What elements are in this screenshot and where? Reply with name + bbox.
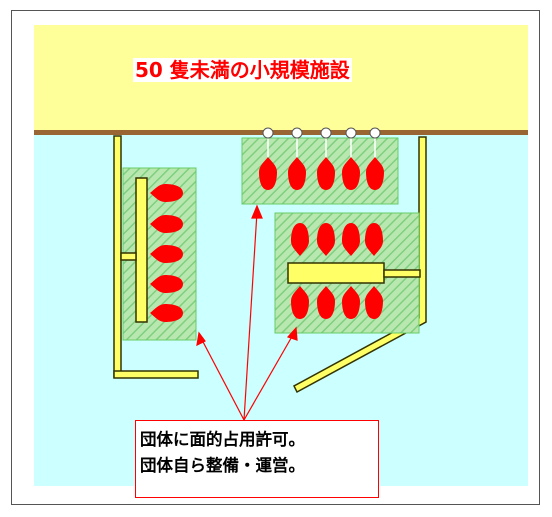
right-zone-pier <box>287 262 385 284</box>
arrow-to-top-zone <box>243 211 258 421</box>
facility-title: 50 隻未満の小規模施設 <box>133 58 352 82</box>
shoreline <box>34 130 528 135</box>
mooring-buoys <box>262 127 381 139</box>
callout-arrows <box>196 204 298 421</box>
arrow-to-right-zone <box>243 332 295 421</box>
left-pier-vertical <box>113 135 122 378</box>
callout-line-2: 団体自ら整備・運営。 <box>140 456 305 475</box>
callout-line-1: 団体に面的占用許可。 <box>140 430 305 449</box>
left-pier-horizontal <box>113 370 199 379</box>
right-zone-pier-connector <box>383 269 421 278</box>
permit-callout-box: 団体に面的占用許可。 団体自ら整備・運営。 <box>135 420 379 498</box>
left-zone-pier-spine <box>135 177 148 323</box>
left-zone-pier-connector <box>120 252 137 261</box>
arrow-to-left-zone <box>200 337 245 421</box>
